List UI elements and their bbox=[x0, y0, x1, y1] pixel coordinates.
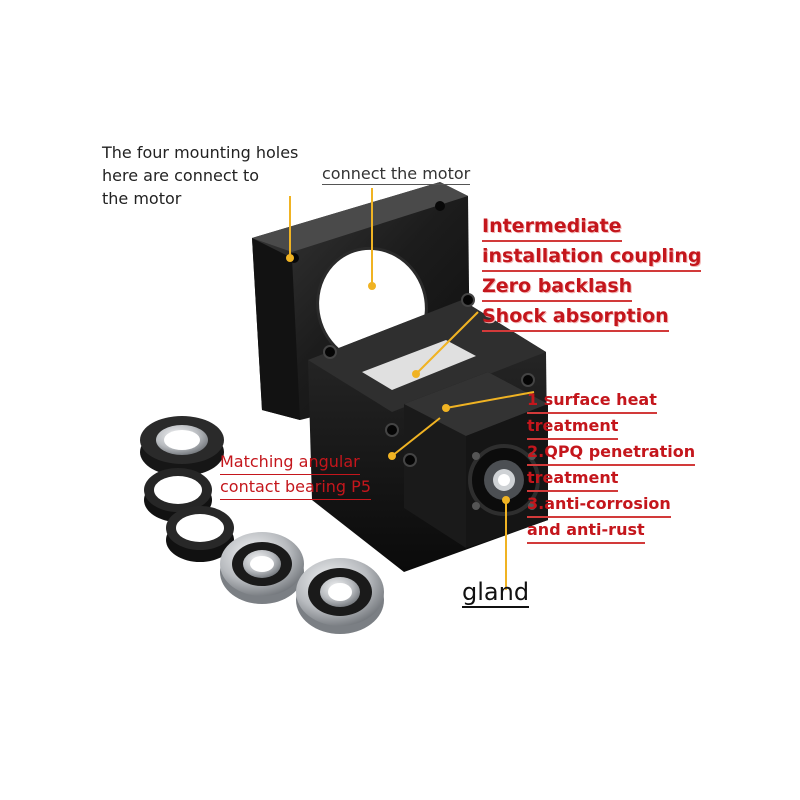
surface-treatment-line: 1 surface heat bbox=[527, 388, 657, 414]
coupling-features: Intermediate installation coupling Zero … bbox=[482, 212, 702, 332]
motor-mount-bracket-icon bbox=[252, 182, 548, 572]
surface-treatment-line: 3.anti-corrosion bbox=[527, 492, 671, 518]
angular-contact-bearing-icon bbox=[296, 558, 384, 634]
lock-nut-icon bbox=[140, 416, 224, 476]
connect-motor-note: connect the motor bbox=[322, 164, 471, 185]
spacer-ring-icon bbox=[166, 506, 234, 562]
bearing-note-line: Matching angular bbox=[220, 450, 360, 475]
surface-treatment-line: treatment bbox=[527, 466, 619, 492]
bearing-note-line: contact bearing P5 bbox=[220, 475, 371, 500]
surface-treatment-line: treatment bbox=[527, 414, 619, 440]
leader-dots bbox=[286, 254, 510, 504]
mounting-holes-line: here are connect to bbox=[102, 166, 260, 185]
coupling-feature-line: Zero backlash bbox=[482, 272, 633, 302]
surface-treatment-line: and anti-rust bbox=[527, 518, 645, 544]
bearing-note: Matching angular contact bearing P5 bbox=[220, 450, 371, 500]
surface-treatments: 1 surface heat treatment 2.QPQ penetrati… bbox=[527, 388, 696, 544]
coupling-feature-line: installation coupling bbox=[482, 242, 702, 272]
leader-lines bbox=[289, 188, 535, 590]
surface-treatment-line: 2.QPQ penetration bbox=[527, 440, 696, 466]
coupling-feature-line: Intermediate bbox=[482, 212, 622, 242]
mounting-holes-line: the motor bbox=[102, 189, 182, 208]
gland-label: gland bbox=[462, 578, 530, 608]
angular-contact-bearing-icon bbox=[220, 532, 304, 604]
coupling-feature-line: Shock absorption bbox=[482, 302, 669, 332]
mounting-holes-note: The four mounting holes here are connect… bbox=[102, 141, 298, 210]
mounting-holes-line: The four mounting holes bbox=[102, 143, 299, 162]
